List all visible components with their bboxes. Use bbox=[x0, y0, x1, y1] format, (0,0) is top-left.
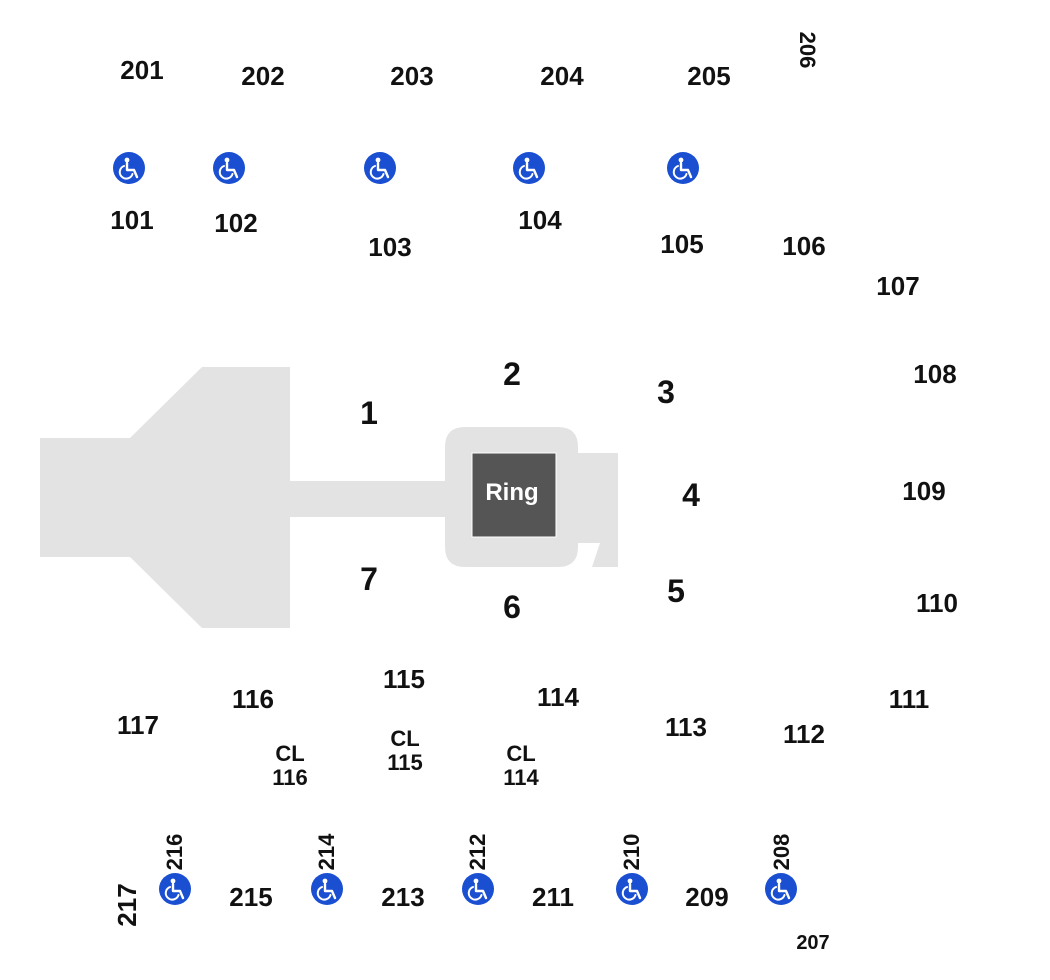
section-113[interactable]: 113 bbox=[665, 712, 707, 742]
section-217[interactable]: 217 bbox=[112, 883, 142, 927]
floor-section-2[interactable]: 2 bbox=[503, 356, 521, 392]
section-102[interactable]: 102 bbox=[214, 208, 258, 238]
floor-section-7[interactable]: 7 bbox=[360, 561, 378, 597]
section-108[interactable]: 108 bbox=[913, 359, 957, 389]
wheelchair-icon[interactable] bbox=[513, 152, 545, 184]
section-110[interactable]: 110 bbox=[916, 588, 958, 618]
ring-label: Ring bbox=[485, 479, 538, 506]
wheelchair-icon[interactable] bbox=[462, 873, 494, 905]
entrance-ramp[interactable] bbox=[40, 367, 445, 628]
section-209[interactable]: 209 bbox=[685, 882, 729, 912]
section-117[interactable]: 117 bbox=[117, 710, 159, 740]
section-107[interactable]: 107 bbox=[876, 271, 920, 301]
section-201[interactable]: 201 bbox=[120, 55, 164, 85]
section-206[interactable]: 206 bbox=[795, 31, 820, 69]
wheelchair-icon[interactable] bbox=[616, 873, 648, 905]
section-106[interactable]: 106 bbox=[782, 231, 826, 261]
wheelchair-icon[interactable] bbox=[765, 873, 797, 905]
section-111[interactable]: 111 bbox=[888, 684, 930, 714]
club-section-114[interactable]: CL 114 bbox=[503, 742, 539, 790]
wheelchair-icon[interactable] bbox=[667, 152, 699, 184]
section-109[interactable]: 109 bbox=[902, 476, 946, 506]
ring[interactable] bbox=[471, 452, 557, 538]
club-section-115[interactable]: CL 115 bbox=[387, 727, 423, 775]
section-207[interactable]: 207 bbox=[796, 932, 830, 954]
section-215[interactable]: 215 bbox=[229, 882, 273, 912]
floor-section-4[interactable]: 4 bbox=[682, 477, 700, 513]
wheelchair-icon[interactable] bbox=[213, 152, 245, 184]
section-211[interactable]: 211 bbox=[532, 882, 574, 912]
section-213[interactable]: 213 bbox=[381, 882, 425, 912]
section-103[interactable]: 103 bbox=[368, 232, 412, 262]
club-number: 115 bbox=[387, 750, 423, 775]
section-115[interactable]: 115 bbox=[383, 664, 425, 694]
club-label: CL bbox=[390, 726, 420, 751]
section-212[interactable]: 212 bbox=[465, 833, 490, 871]
section-205[interactable]: 205 bbox=[687, 61, 731, 91]
club-number: 116 bbox=[272, 765, 308, 790]
club-label: CL bbox=[506, 741, 536, 766]
wheelchair-icon[interactable] bbox=[159, 873, 191, 905]
section-112[interactable]: 112 bbox=[783, 719, 825, 749]
section-104[interactable]: 104 bbox=[518, 205, 562, 235]
section-208[interactable]: 208 bbox=[769, 833, 794, 871]
floor-section-1[interactable]: 1 bbox=[360, 395, 378, 431]
section-114[interactable]: 114 bbox=[537, 682, 579, 712]
section-116[interactable]: 116 bbox=[232, 684, 274, 714]
floor-section-5[interactable]: 5 bbox=[667, 573, 685, 609]
section-203[interactable]: 203 bbox=[390, 61, 434, 91]
section-204[interactable]: 204 bbox=[540, 61, 584, 91]
section-105[interactable]: 105 bbox=[660, 229, 704, 259]
section-214[interactable]: 214 bbox=[314, 833, 339, 871]
floor-section-6[interactable]: 6 bbox=[503, 589, 521, 625]
floor-section-3[interactable]: 3 bbox=[657, 374, 675, 410]
club-number: 114 bbox=[503, 765, 539, 790]
section-210[interactable]: 210 bbox=[619, 833, 644, 871]
section-216[interactable]: 216 bbox=[162, 833, 187, 871]
club-label: CL bbox=[275, 741, 305, 766]
club-section-116[interactable]: CL 116 bbox=[272, 742, 308, 790]
wheelchair-icon[interactable] bbox=[311, 873, 343, 905]
wheelchair-icon[interactable] bbox=[364, 152, 396, 184]
wheelchair-icon[interactable] bbox=[113, 152, 145, 184]
section-101[interactable]: 101 bbox=[110, 205, 154, 235]
section-202[interactable]: 202 bbox=[241, 61, 285, 91]
